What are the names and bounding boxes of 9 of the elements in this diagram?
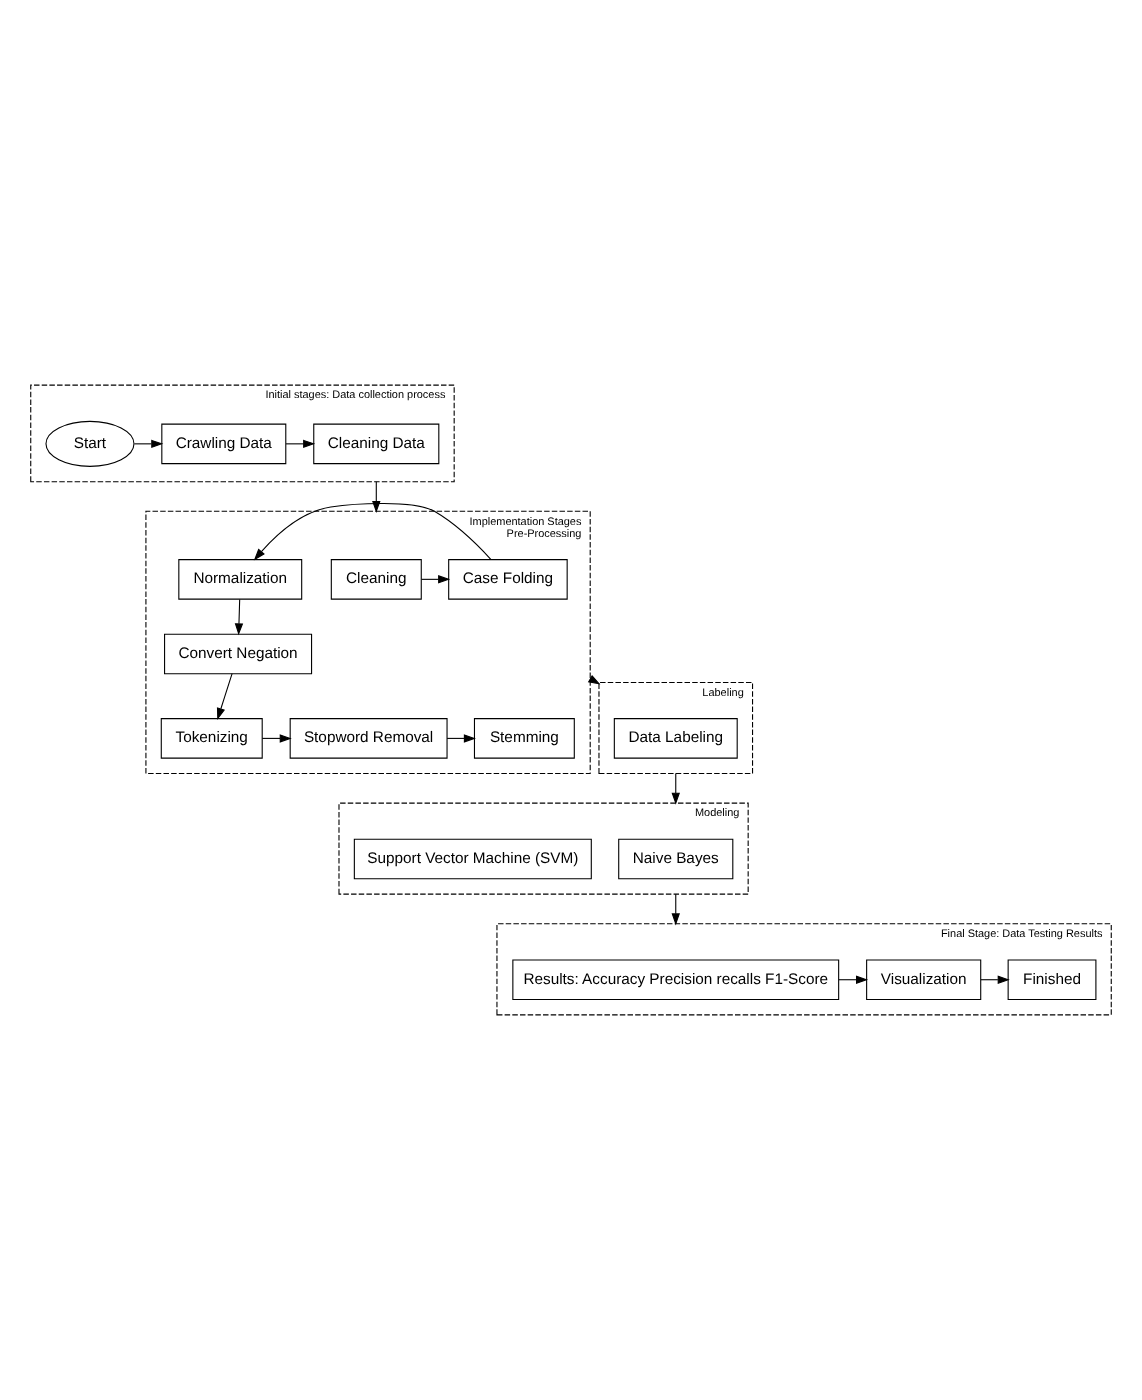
arrow (671, 893, 680, 926)
arrow (372, 481, 381, 513)
arrow (671, 772, 680, 805)
arrow (216, 673, 233, 720)
arrow (133, 439, 164, 449)
arrow (234, 598, 244, 636)
arrow (261, 734, 292, 743)
arrow (285, 439, 316, 449)
arrow (253, 502, 492, 561)
